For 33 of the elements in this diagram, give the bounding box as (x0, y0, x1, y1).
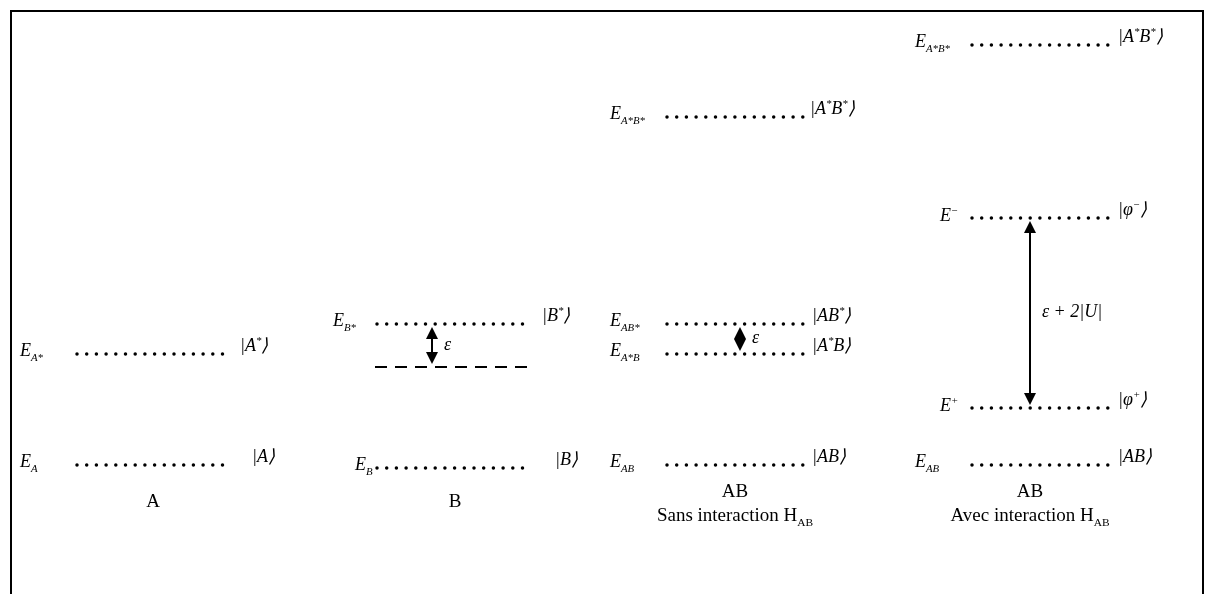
double-arrow (1024, 221, 1036, 405)
state-ket: |A$^{*}$B$^{*}$⟩ (810, 97, 855, 119)
state-ket: |AB⟩ (1118, 445, 1152, 467)
energy-label: E$_{AB*}$ (610, 310, 640, 333)
state-ket: |A$^{*}$B⟩ (812, 334, 852, 356)
double-arrow (734, 327, 746, 351)
state-ket: |A$^{*}$⟩ (240, 334, 269, 356)
energy-label: E$_{A}$ (20, 451, 38, 474)
energy-label: E$_{A*B}$ (610, 340, 640, 363)
column-label: Sans interaction H$_{AB}$ (656, 504, 814, 528)
state-ket: |φ$^{+}$⟩ (1118, 388, 1148, 410)
energy-label: E$^{−}$ (940, 204, 959, 226)
energy-label: E$_{A*}$ (20, 340, 43, 363)
energy-label: E$_{B}$ (355, 454, 373, 477)
energy-label: E$_{B*}$ (333, 310, 356, 333)
energy-label: E$_{AB}$ (610, 451, 635, 474)
state-ket: |A$^{*}$B$^{*}$⟩ (1118, 25, 1163, 47)
column-label: AB (721, 480, 749, 502)
column-label: B (448, 490, 462, 512)
column-label: A (146, 490, 160, 512)
column-label: Avec interaction H$_{AB}$ (950, 504, 1110, 528)
energy-label: E$_{A*B*}$ (915, 31, 950, 54)
energy-label: E$_{A*B*}$ (610, 103, 645, 126)
double-arrow (426, 327, 438, 364)
energy-label: E$_{AB}$ (915, 451, 940, 474)
state-ket: |AB$^{*}$⟩ (812, 304, 852, 326)
state-ket: |B$^{*}$⟩ (542, 304, 571, 326)
energy-label: E$^{+}$ (940, 394, 959, 416)
state-ket: |A⟩ (252, 445, 275, 467)
state-ket: |AB⟩ (812, 445, 846, 467)
state-ket: |B⟩ (555, 448, 578, 470)
state-ket: |φ$^{−}$⟩ (1118, 198, 1148, 220)
column-label: AB (1016, 480, 1044, 502)
